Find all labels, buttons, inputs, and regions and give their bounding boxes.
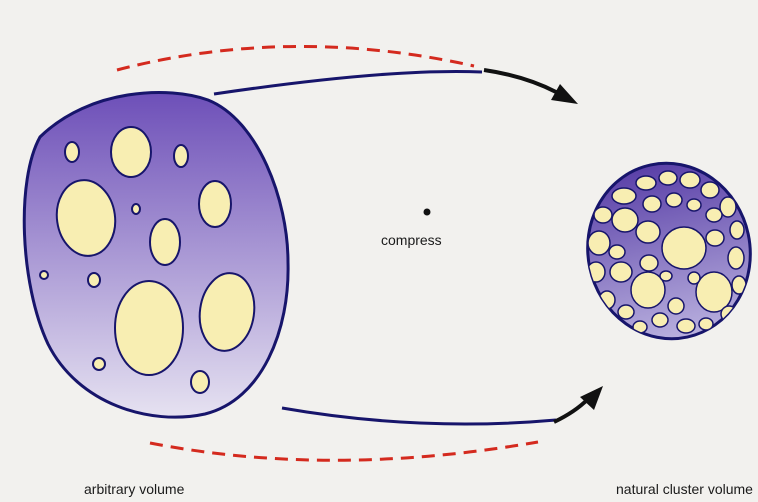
center-dot bbox=[424, 209, 431, 216]
bottom-arrow-curve bbox=[554, 399, 588, 422]
top-solid-arc bbox=[214, 71, 482, 94]
top-arrowhead bbox=[551, 84, 578, 104]
arbitrary-volume-label: arbitrary volume bbox=[84, 481, 184, 497]
natural-cluster-volume-label: natural cluster volume bbox=[616, 481, 753, 497]
compress-label: compress bbox=[381, 232, 442, 248]
bottom-dashed-arc bbox=[150, 442, 538, 460]
top-arrow-curve bbox=[484, 70, 556, 92]
natural-cluster-volume-shape bbox=[571, 148, 758, 354]
bottom-solid-arc bbox=[282, 408, 556, 424]
arbitrary-volume-shape bbox=[24, 92, 288, 417]
top-dashed-arc bbox=[117, 46, 474, 70]
bottom-arrowhead bbox=[580, 386, 603, 410]
